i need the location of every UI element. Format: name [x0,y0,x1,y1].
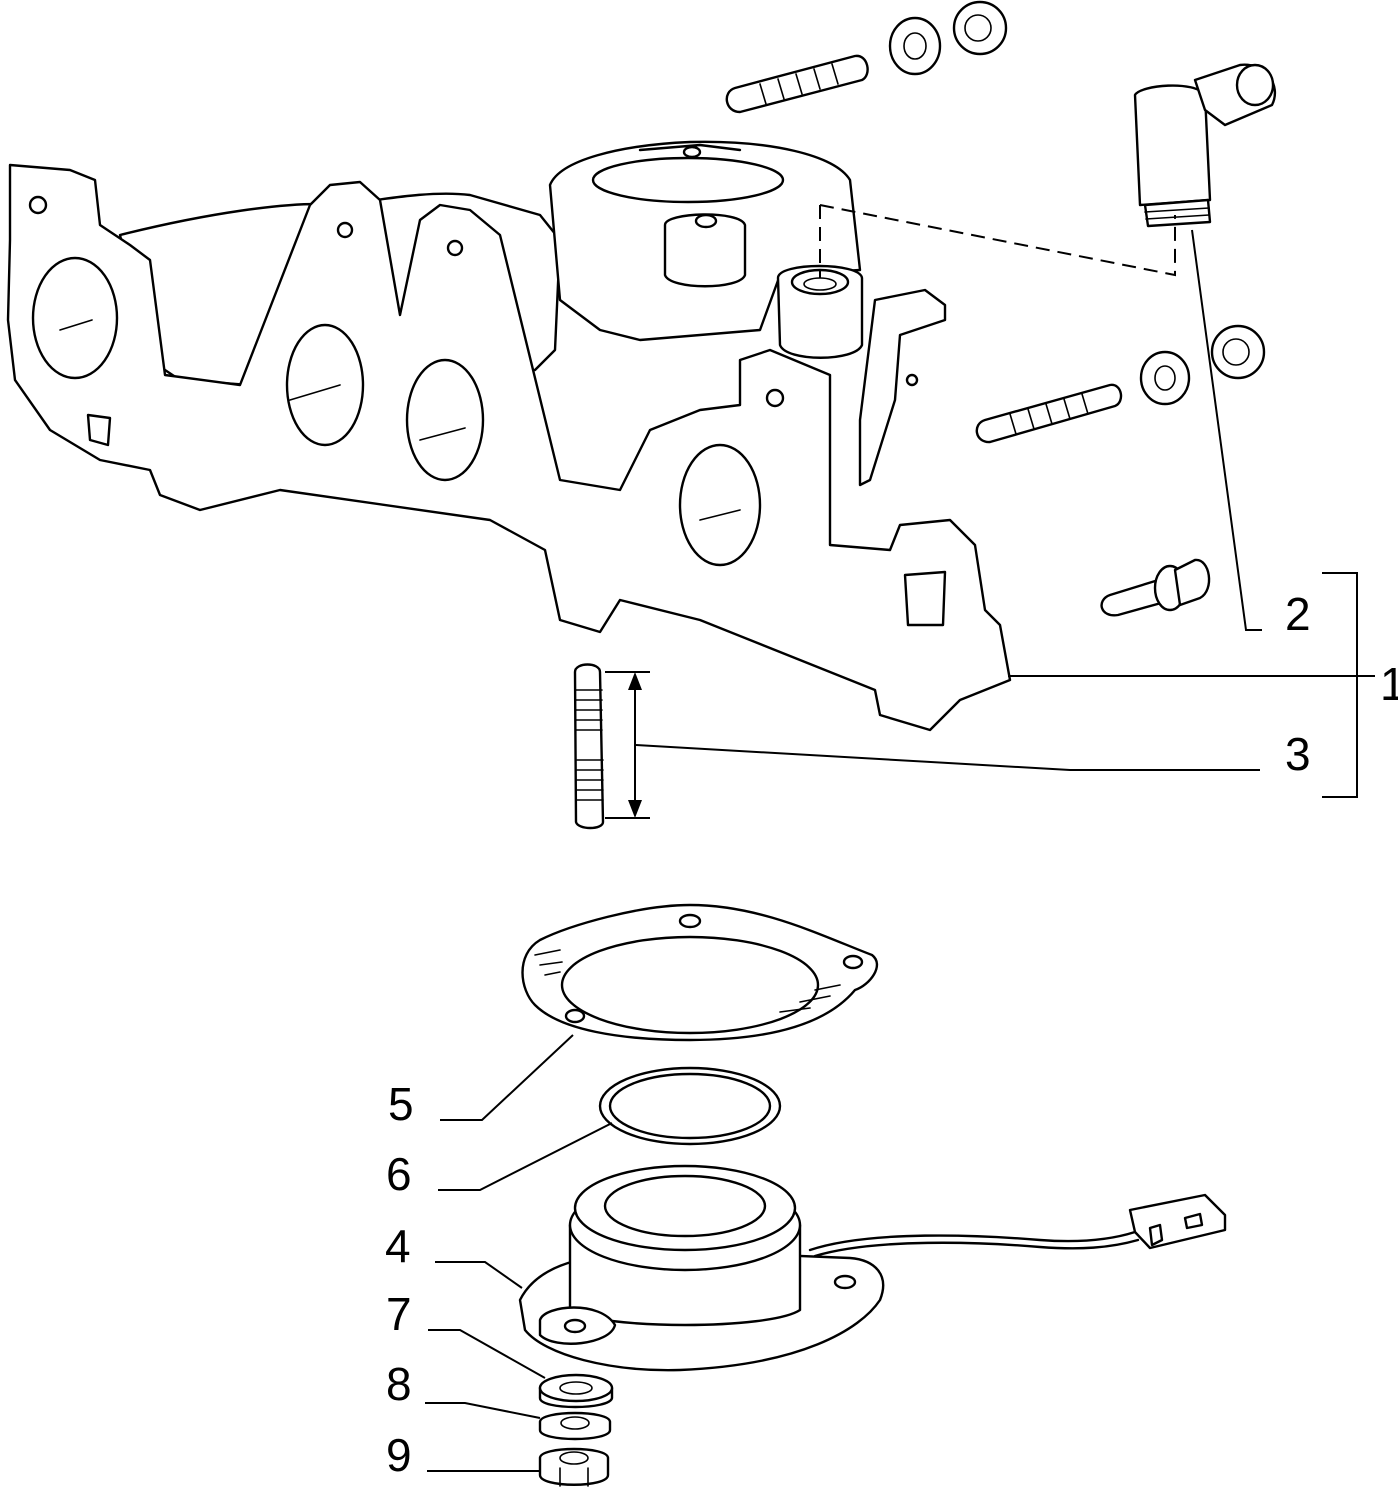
stud-middle [975,383,1123,444]
callout-bracket-1 [1322,572,1358,798]
stud-upper [725,54,869,114]
callout-2: 2 [1285,588,1311,640]
leader-line-3 [635,744,1260,771]
callout-4: 4 [385,1220,411,1272]
callout-6: 6 [386,1148,412,1200]
leader-line-6 [438,1122,613,1191]
leader-line-4 [435,1261,523,1289]
threaded-stud [573,663,605,830]
leader-line-5 [440,1034,574,1121]
elbow-fitting [1133,63,1277,228]
stud-length-dimension [605,671,650,819]
flanged-housing [518,1164,885,1372]
spring-washer [538,1411,612,1441]
callout-3: 3 [1285,728,1311,780]
washer-middle [1139,350,1191,406]
hex-nut [538,1447,610,1487]
callout-8: 8 [386,1358,412,1410]
electrical-connector [1128,1193,1227,1250]
sealing-ring [598,1066,782,1146]
callout-1: 1 [1380,658,1398,710]
nut-upper [952,0,1008,56]
callout-5: 5 [388,1078,414,1130]
exhaust-manifold [6,140,1012,732]
dashed-location-line [819,204,1176,278]
callout-7: 7 [386,1288,412,1340]
washer-upper [888,16,942,76]
bolt-washer-assembly [1100,558,1211,617]
leader-line-7 [428,1329,546,1379]
callout-9: 9 [386,1429,412,1481]
leader-line-8 [425,1402,541,1419]
sensor-cable [808,1230,1140,1258]
nut-middle [1210,324,1266,380]
flat-washer [538,1373,614,1409]
leader-line-2 [1191,229,1262,631]
gasket-plate [521,903,879,1042]
